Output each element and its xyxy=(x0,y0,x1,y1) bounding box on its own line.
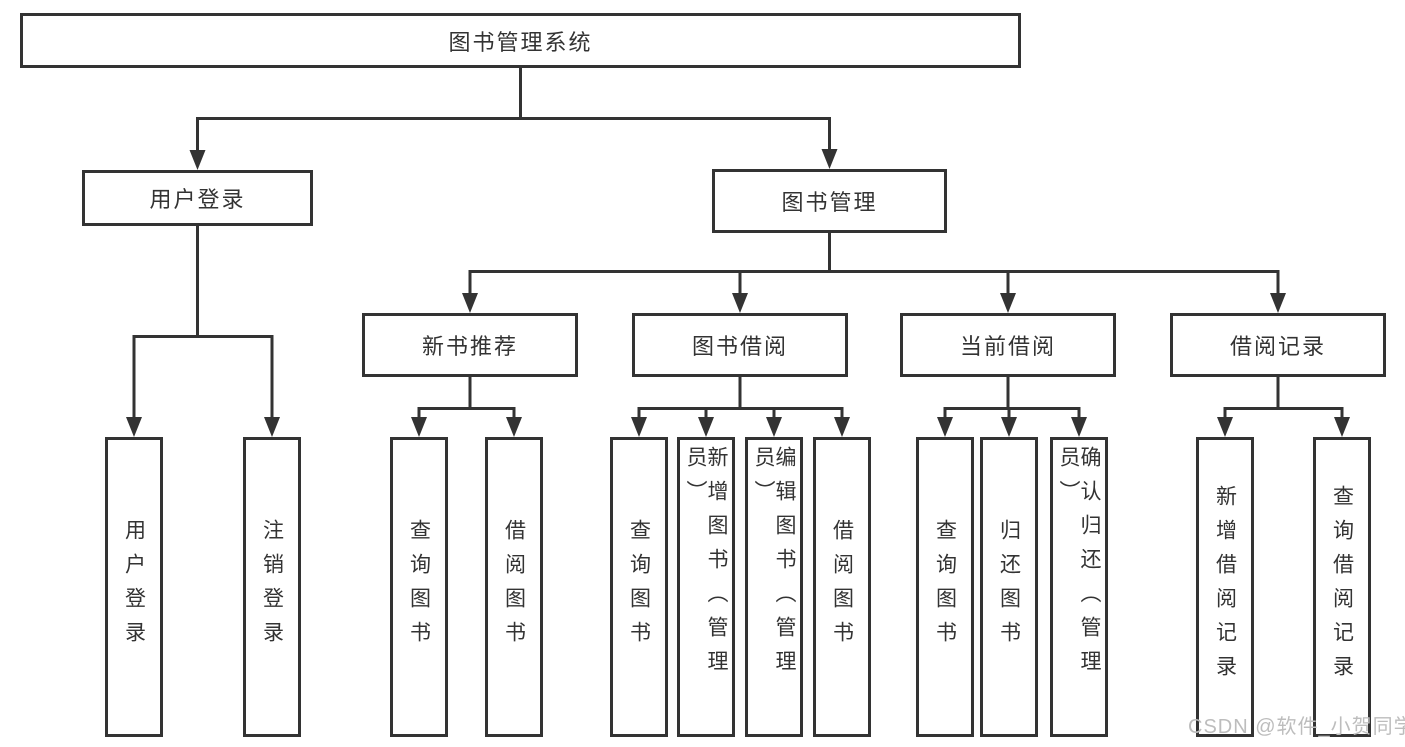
arrowheads-book-management xyxy=(462,293,1286,313)
arrowheads-borrow-records xyxy=(1217,417,1350,437)
arrowheads-root xyxy=(189,149,838,170)
connector-book-borrow-branch xyxy=(637,377,844,420)
connector-root-branch xyxy=(196,68,831,152)
connector-book-management-branch xyxy=(468,233,1280,295)
leaf-return-books: 归还图书 xyxy=(980,437,1038,737)
leaf-add-borrow-record: 新增借阅记录 xyxy=(1196,437,1254,737)
leaf-add-books-admin: 新增图书（管理员） xyxy=(677,437,735,737)
node-book-management: 图书管理 xyxy=(712,169,947,233)
arrowhead-group xyxy=(126,149,1350,437)
leaf-borrow-books-recommend: 借阅图书 xyxy=(485,437,543,737)
leaf-query-books-recommend: 查询图书 xyxy=(390,437,448,737)
node-book-borrow: 图书借阅 xyxy=(632,313,848,377)
connector-line-group xyxy=(132,68,1344,420)
leaf-logout-login: 注销登录 xyxy=(243,437,301,737)
connector-borrow-records-branch xyxy=(1223,377,1344,420)
leaf-edit-books-admin: 编辑图书（管理员） xyxy=(745,437,803,737)
leaf-confirm-return-admin: 确认归还（管理员） xyxy=(1050,437,1108,737)
arrowheads-current-borrow xyxy=(937,417,1087,437)
leaf-borrow-books: 借阅图书 xyxy=(813,437,871,737)
connector-current-borrow-branch xyxy=(943,377,1081,420)
connector-user-login-branch xyxy=(132,226,274,419)
arrowheads-user-login xyxy=(126,417,280,437)
node-new-book-recommend: 新书推荐 xyxy=(362,313,578,377)
node-current-borrow: 当前借阅 xyxy=(900,313,1116,377)
node-borrow-records: 借阅记录 xyxy=(1170,313,1386,377)
node-user-login: 用户登录 xyxy=(82,170,313,226)
node-root-library-system: 图书管理系统 xyxy=(20,13,1021,68)
leaf-query-books-borrow: 查询图书 xyxy=(610,437,668,737)
leaf-query-borrow-record: 查询借阅记录 xyxy=(1313,437,1371,737)
csdn-watermark: CSDN @软件_小贺同学 xyxy=(1188,716,1405,738)
connector-new-book-branch xyxy=(417,377,516,420)
leaf-query-books-current: 查询图书 xyxy=(916,437,974,737)
arrowheads-new-book xyxy=(411,417,522,437)
arrowheads-book-borrow xyxy=(631,417,850,437)
leaf-user-login: 用户登录 xyxy=(105,437,163,737)
